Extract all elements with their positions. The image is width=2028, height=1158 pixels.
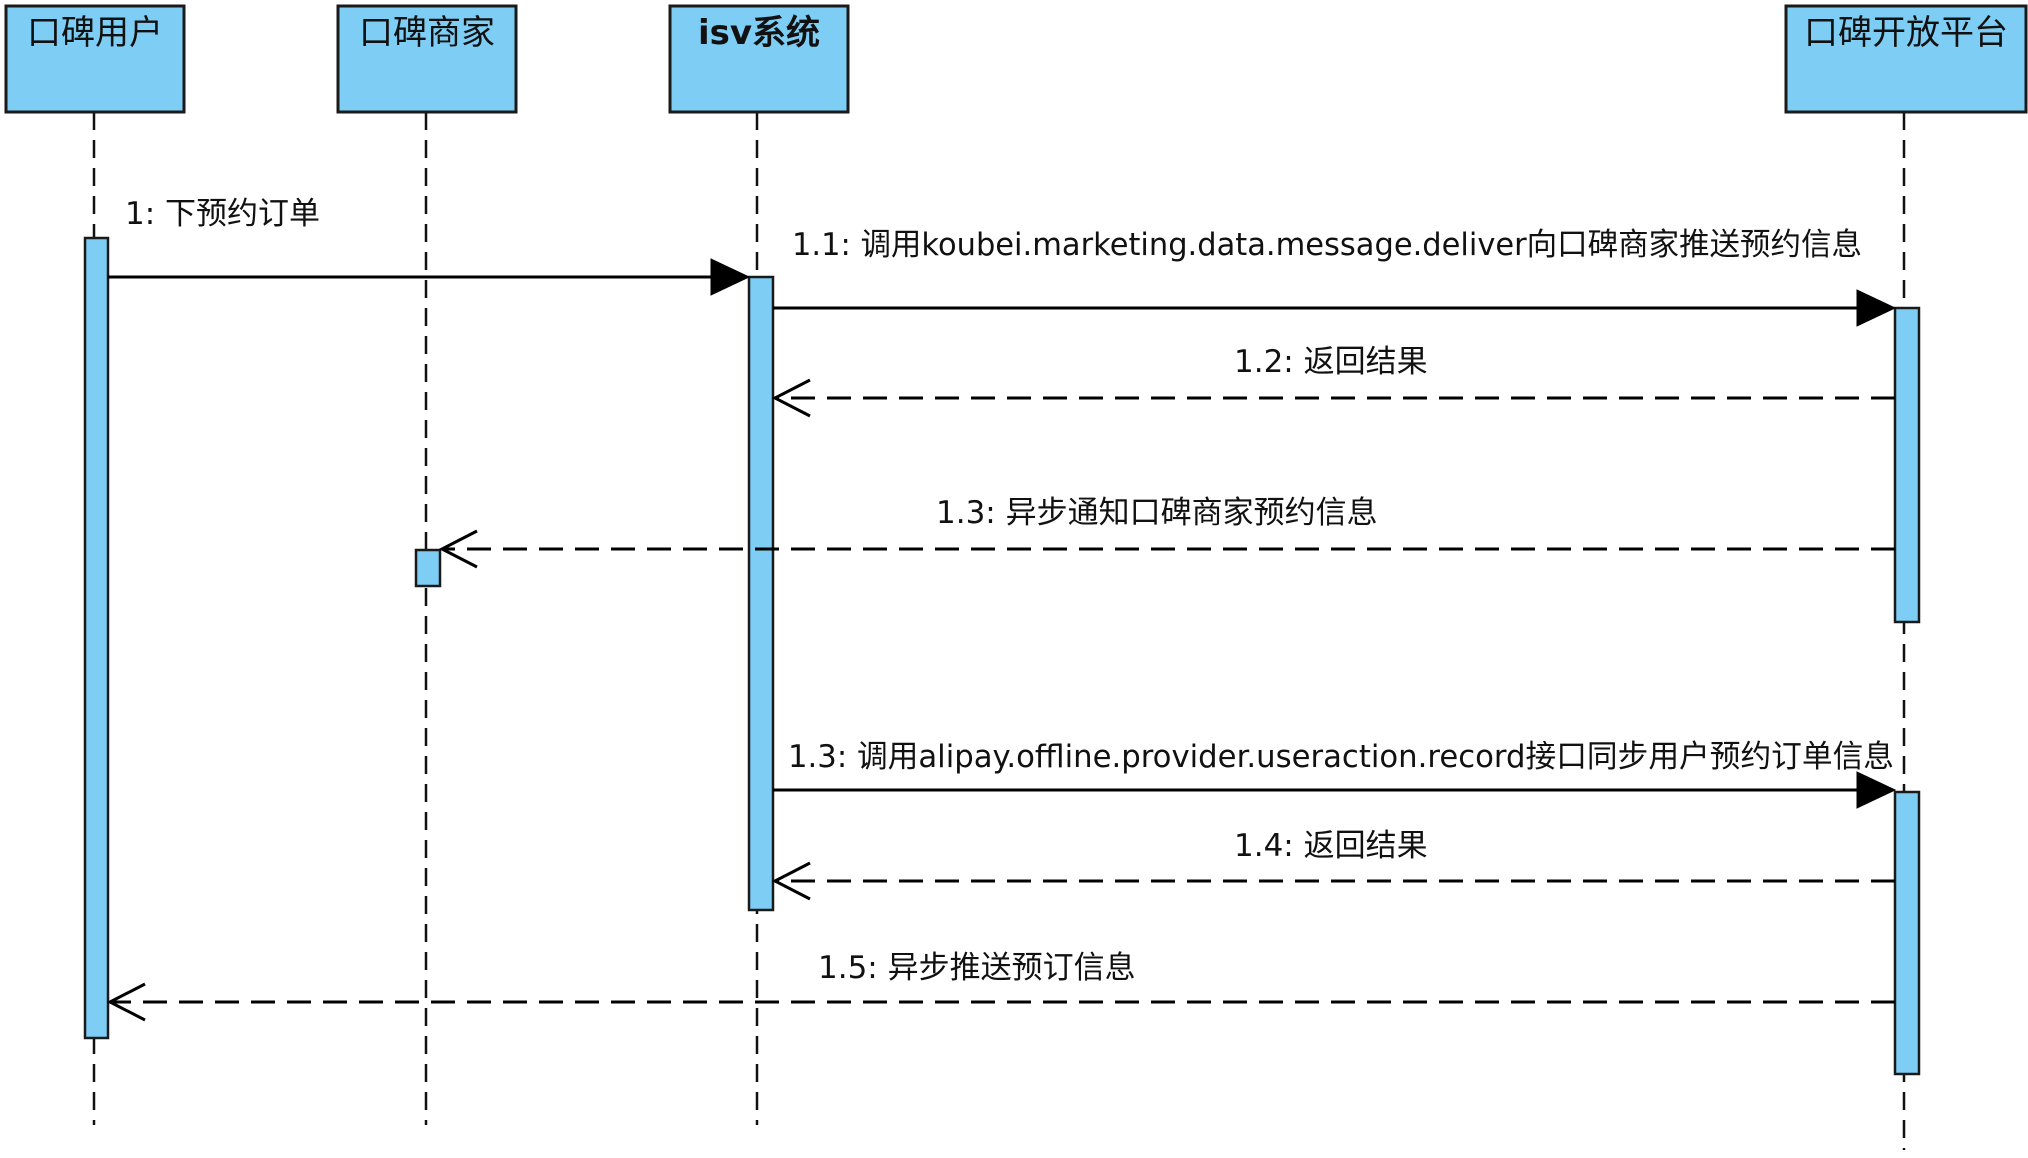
- message-label: 1.2: 返回结果: [1234, 344, 1428, 380]
- message-1: 1: 下预约订单: [108, 196, 751, 296]
- filled-arrowhead-icon: [710, 258, 751, 296]
- open-arrowhead-icon: [106, 982, 146, 1022]
- activation-platform-2: [1893, 790, 1921, 1076]
- participant-label: 口碑开放平台: [1804, 13, 2008, 53]
- open-arrowhead-icon: [771, 861, 811, 901]
- participant-platform[interactable]: 口碑开放平台: [1784, 4, 2028, 114]
- participant-isv[interactable]: isv系统: [668, 4, 850, 114]
- filled-arrowhead-icon: [1856, 771, 1897, 809]
- message-1-2: 1.2: 返回结果: [771, 344, 1895, 418]
- message-label: 1.5: 异步推送预订信息: [818, 950, 1136, 986]
- activation-platform-1: [1893, 306, 1921, 624]
- participant-label: 口碑商家: [359, 13, 495, 53]
- participant-merchant[interactable]: 口碑商家: [336, 4, 518, 114]
- filled-arrowhead-icon: [1856, 289, 1897, 327]
- message-1-1: 1.1: 调用koubei.marketing.data.message.del…: [773, 227, 1897, 327]
- message-label: 1.4: 返回结果: [1234, 828, 1428, 864]
- message-1-3-notify: 1.3: 异步通知口碑商家预约信息: [438, 495, 1895, 569]
- activation-isv: [747, 275, 775, 912]
- message-1-3-sync: 1.3: 调用alipay.offline.provider.useractio…: [773, 739, 1897, 809]
- open-arrowhead-icon: [438, 529, 478, 569]
- open-arrowhead-icon: [771, 378, 811, 418]
- participant-label: 口碑用户: [27, 13, 163, 53]
- message-label: 1.3: 调用alipay.offline.provider.useractio…: [788, 739, 1894, 775]
- participant-label: isv系统: [698, 13, 820, 53]
- activation-user: [83, 236, 110, 1040]
- participant-user[interactable]: 口碑用户: [4, 4, 186, 114]
- activation-merchant: [414, 548, 442, 588]
- message-label: 1.3: 异步通知口碑商家预约信息: [936, 495, 1378, 531]
- message-1-4: 1.4: 返回结果: [771, 828, 1895, 901]
- message-label: 1: 下预约订单: [125, 196, 320, 232]
- message-label: 1.1: 调用koubei.marketing.data.message.del…: [792, 227, 1862, 263]
- message-1-5: 1.5: 异步推送预订信息: [106, 950, 1895, 1022]
